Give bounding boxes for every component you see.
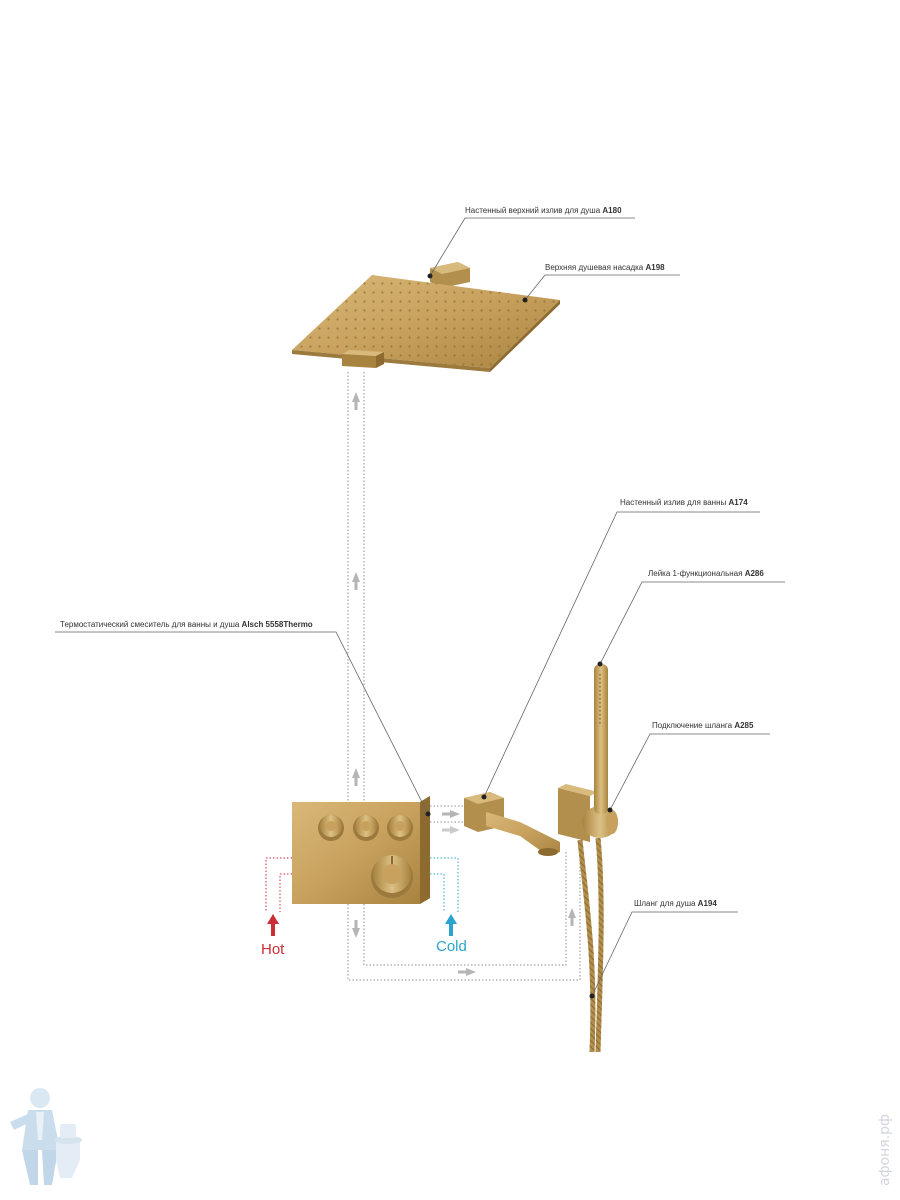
leader-rain-shower <box>524 274 680 301</box>
callout-overhead-arm: Настенный верхний излив для душа A180 <box>465 206 622 215</box>
ceiling-connector <box>342 350 384 368</box>
shower-hose <box>577 837 604 1053</box>
flow-arrow-right-bottom <box>458 968 476 976</box>
dot-bath-spout <box>481 794 487 800</box>
dot-rain-shower <box>522 297 528 303</box>
plumber-mascot-logo <box>10 1088 82 1185</box>
pipe-hot-inner <box>279 873 292 912</box>
thermostatic-mixer <box>292 796 430 904</box>
hose-connector <box>558 784 618 842</box>
callout-dots <box>425 273 613 999</box>
callout-hand-shower: Лейка 1-функциональная A286 <box>648 569 764 578</box>
flow-arrow-right-spout <box>442 810 460 818</box>
leader-hose <box>591 911 738 997</box>
piping <box>265 372 581 981</box>
watermark-text: афоня.рф <box>877 1114 893 1186</box>
flow-arrow-up-hose <box>568 908 576 926</box>
callout-mixer: Термостатический смеситель для ванны и д… <box>60 620 313 629</box>
leader-mixer <box>55 631 429 815</box>
leader-bath-spout <box>483 511 760 798</box>
cold-arrow-icon <box>445 914 457 936</box>
dot-hose <box>589 993 595 999</box>
leader-hose-connector <box>609 733 770 811</box>
flow-arrow-up-2 <box>352 572 360 590</box>
pipe-hot-outer <box>265 857 292 912</box>
hot-arrow-icon <box>267 914 279 936</box>
hand-shower-assembly <box>558 664 618 1053</box>
callout-leaders <box>55 217 785 997</box>
leader-overhead-arm <box>429 217 635 277</box>
dot-mixer <box>425 811 431 817</box>
callout-rain-shower: Верхняя душевая насадка A198 <box>545 263 665 272</box>
rain-shower-head <box>292 275 560 372</box>
callout-bath-spout: Настенный излив для ванны A174 <box>620 498 748 507</box>
flow-arrow-up-3 <box>352 768 360 786</box>
callout-hose: Шланг для душа A194 <box>634 899 717 908</box>
hot-inlet: Hot <box>261 914 285 958</box>
flow-arrow-up-1 <box>352 392 360 410</box>
flow-arrows <box>352 392 576 976</box>
pipe-riser-inner <box>363 372 567 966</box>
rain-shower-assembly <box>292 262 560 372</box>
pipe-cold-outer <box>430 857 459 912</box>
cold-inlet: Cold <box>436 914 467 955</box>
dot-hose-connector <box>607 807 613 813</box>
flow-arrow-right-spout-2 <box>442 826 460 834</box>
pipe-cold-inner <box>430 873 445 912</box>
thermostat-dial[interactable] <box>371 855 413 898</box>
flow-arrow-down <box>352 920 360 938</box>
mixer-knob-3[interactable] <box>387 815 413 841</box>
dot-overhead-arm <box>427 273 433 279</box>
callout-hose-connector: Подключение шланга A285 <box>652 721 754 730</box>
leader-hand-shower <box>599 581 785 665</box>
bath-spout <box>464 792 560 856</box>
hot-label: Hot <box>261 941 285 958</box>
overhead-arm <box>430 262 470 288</box>
dot-hand-shower <box>597 661 603 667</box>
mixer-knob-1[interactable] <box>318 815 344 841</box>
hand-shower <box>594 664 608 814</box>
cold-label: Cold <box>436 938 467 955</box>
mixer-knob-2[interactable] <box>353 815 379 841</box>
